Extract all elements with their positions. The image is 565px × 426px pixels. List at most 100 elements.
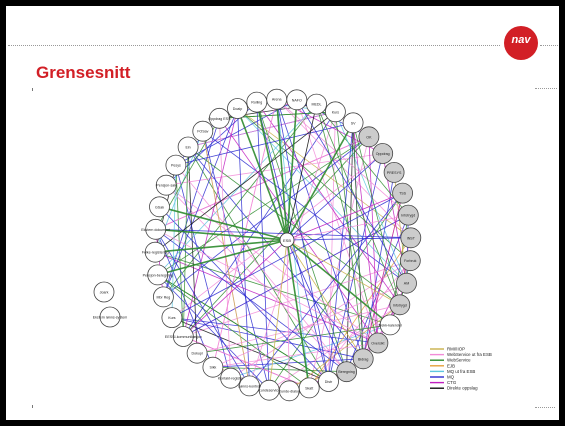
system-node-label: Oversikt [371,342,384,346]
system-node: GSak [149,196,170,218]
system-node-label: Pensjon-sak [156,184,176,188]
legend-item: RMI/IIOP [430,347,465,352]
hub-connection-line [268,239,288,391]
system-node-label: Ein [185,146,190,150]
system-node-label: Pesys [171,164,181,168]
system-node-label: Kurs [168,316,176,320]
system-node: PRESYS [383,161,405,183]
connection-line [183,336,310,389]
connection-line [159,206,329,382]
system-node: Rolling [246,91,268,113]
system-node-label: TSS [399,192,407,196]
connection-line [175,122,354,166]
slide-frame [6,6,559,420]
system-node: Dokupl [186,342,208,364]
system-node-label: Ekstern dokument [141,228,170,232]
connection-line [202,131,270,391]
connection-line [296,99,379,344]
hub-connection-line [286,192,403,241]
connection-line [155,229,164,297]
system-node-label: Beregning [338,370,354,374]
system-node-label: INST [407,236,416,240]
isolated-node: Ekstern lønns-system [93,306,128,328]
connection-line [328,153,384,382]
connection-line [154,111,336,253]
connection-line [296,99,407,284]
hub-connection-line [286,122,354,241]
connection-line [352,122,364,359]
connection-line [346,214,409,372]
connection-line [377,283,407,344]
system-node-label: AM [404,282,409,286]
system-node: SV [342,112,364,134]
isolated-node-label: Ekstern lønns-system [93,316,128,320]
esb-hub-node [279,232,295,248]
connection-line [276,99,329,382]
system-node-label: Oppdrag ESS [208,117,231,121]
connection-line [182,111,336,337]
system-node: Oversikt [367,332,389,354]
legend-item: CTG [430,380,457,385]
system-node: MEDL [306,93,327,115]
system-node-label: Arena [272,98,282,102]
connection-line [316,103,401,305]
system-node: Pesys [165,154,187,176]
right-marker-top [535,88,557,89]
system-node: Oppdrag ESS [208,107,231,129]
system-node-label: Rolling [251,101,262,105]
nav-logo [504,26,538,60]
legend-label: Direkte oppslag [447,386,478,391]
hub-connection-line [157,239,288,276]
hub-connection-line [286,153,383,241]
connection-line [346,122,354,372]
hub-connection-line [286,239,310,389]
isolated-node-label: Joark [100,291,109,295]
system-node: Sikk [202,356,224,378]
system-node: Distr [318,371,339,392]
connection-line [165,184,379,344]
connection-line [406,215,409,284]
connection-line [163,103,317,298]
connection-line [155,251,379,344]
connection-line [328,122,354,382]
system-node: Ein [177,136,199,158]
system-node: Kunde-dialog [279,380,300,402]
hub-connection-line [286,239,290,391]
connection-line [212,366,347,373]
connection-line [212,342,378,368]
system-node-label: Infotrygd [393,303,407,307]
legend-item: MQ [430,375,455,380]
system-node: Forbruk [399,250,421,272]
system-node: Doaip [227,98,248,119]
connection-line [175,118,220,166]
right-marker-bottom [535,407,555,408]
legend-item: Direkte oppslag [430,386,478,391]
connection-line [230,324,391,379]
connection-line [268,304,401,391]
hub-connection-line [155,239,288,253]
system-node: Kundeservice [258,379,280,401]
hub-connection-line [256,101,288,241]
connection-line [155,228,347,373]
system-node-label: Forbruk [404,259,417,263]
left-marker-bottom [32,405,33,408]
system-node-label: Lønns-kontroll [238,384,261,388]
system-node: Infotrygd [389,294,411,316]
system-node: TSS [392,182,414,204]
connection-line [249,192,403,387]
connection-line [182,108,238,337]
connection-line [175,99,297,166]
system-node: Pensjon-sak [155,174,177,196]
system-node-label: Distr [325,380,333,384]
system-node: Oppdrag [372,143,394,164]
system-node-label: Bidrag [358,357,368,361]
connection-line [230,260,411,379]
connection-line [155,228,411,239]
system-node-label: PRESYS [387,171,402,175]
system-node-label: FOSav [197,130,208,134]
isolated-node: Joark [93,281,115,303]
top-divider [8,45,500,46]
connection-line [163,118,220,298]
connection-line [212,282,407,368]
